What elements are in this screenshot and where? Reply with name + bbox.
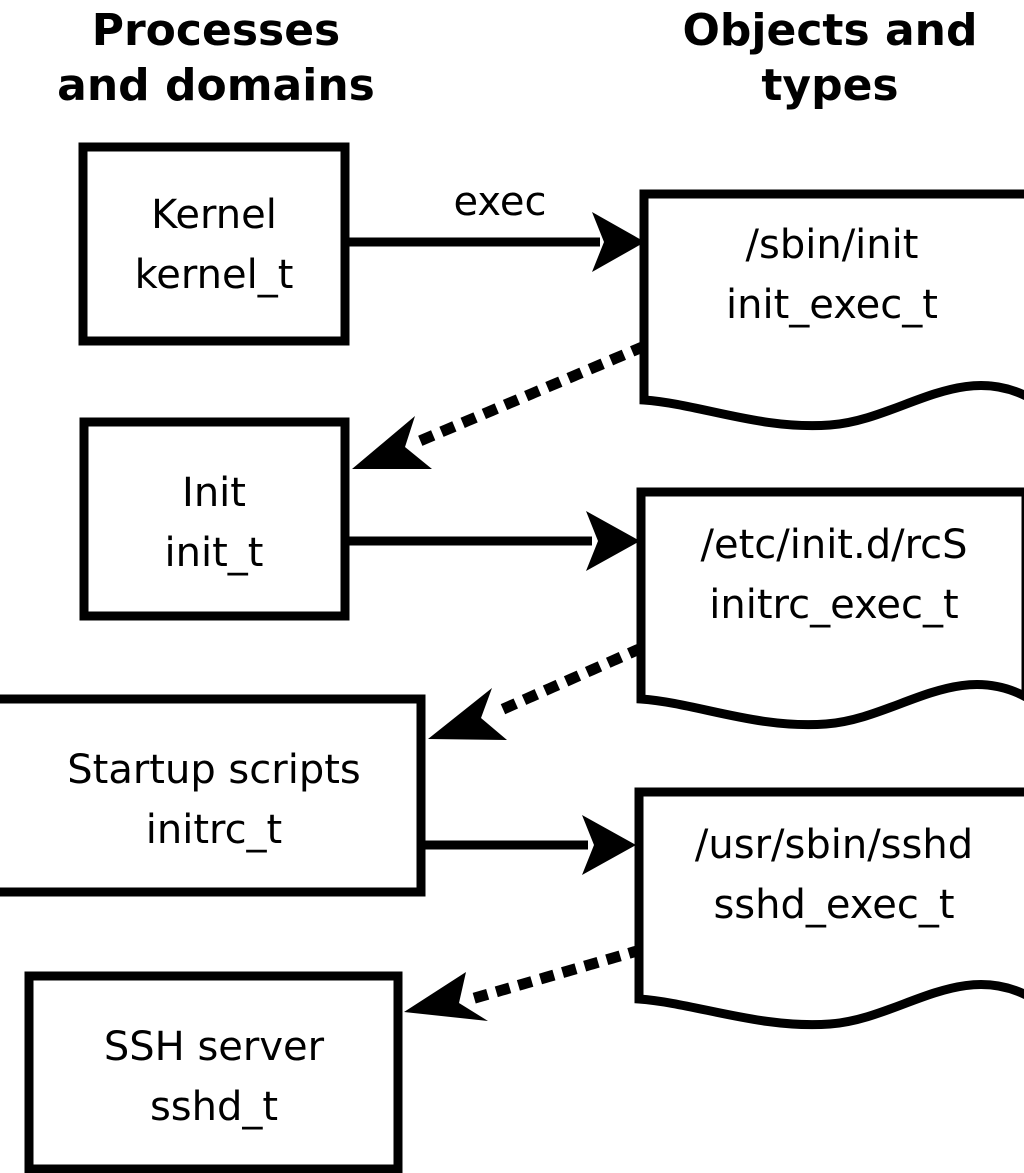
process-node-initrc-line2: initrc_t: [146, 807, 283, 853]
column-header-objects-line1: Objects and: [683, 5, 978, 56]
document-shape: [639, 189, 1024, 431]
process-node-sshd-line2: sshd_t: [150, 1084, 278, 1130]
edge-sshd_exec-transition-sshd: [404, 944, 644, 1021]
process-node-initrc-line1: Startup scripts: [67, 747, 360, 793]
edge-kernel-exec-init_exec: exec: [348, 179, 645, 272]
document-shape: [634, 787, 1024, 1030]
process-node-kernel-line2: kernel_t: [135, 252, 294, 298]
column-header-processes: Processes and domains: [57, 5, 375, 111]
edge-line: [484, 642, 645, 722]
node-box: [24, 971, 403, 1173]
process-node-initrc[interactable]: Startup scripts initrc_t: [0, 694, 426, 897]
node-box: [79, 417, 350, 621]
object-node-init_exec-line1: /sbin/init: [746, 222, 919, 268]
object-node-init_exec-line2: init_exec_t: [726, 282, 938, 328]
edge-init_exec-transition-init: [352, 340, 648, 469]
object-node-init_exec[interactable]: /sbin/init init_exec_t: [639, 189, 1024, 431]
edge-line: [461, 944, 644, 1007]
arrow-head-icon: [428, 688, 507, 740]
object-node-initrc_exec-line2: initrc_exec_t: [709, 582, 958, 628]
process-node-init-line1: Init: [182, 470, 246, 516]
edge-initrc_exec-transition-initrc: [428, 642, 645, 740]
process-node-init[interactable]: Init init_t: [79, 417, 350, 621]
process-node-sshd-line1: SSH server: [104, 1024, 325, 1070]
column-header-objects-line2: types: [761, 60, 898, 111]
arrow-head-icon: [404, 972, 488, 1021]
arrow-head-icon: [352, 416, 432, 469]
edge-line: [407, 340, 648, 451]
process-node-kernel-line1: Kernel: [151, 192, 277, 238]
edge-initrc-exec-sshd_exec: [425, 815, 636, 875]
process-node-sshd[interactable]: SSH server sshd_t: [24, 971, 403, 1173]
edge-init-exec-initrc_exec: [348, 511, 640, 571]
column-header-processes-line1: Processes: [92, 5, 341, 56]
process-node-kernel[interactable]: Kernel kernel_t: [78, 142, 350, 346]
object-node-sshd_exec-line1: /usr/sbin/sshd: [695, 822, 973, 868]
object-node-sshd_exec-line2: sshd_exec_t: [713, 882, 954, 928]
arrow-head-icon: [586, 511, 640, 571]
node-box: [78, 142, 350, 346]
arrow-head-icon: [592, 212, 645, 272]
column-header-objects: Objects and types: [683, 5, 978, 111]
document-shape: [636, 487, 1024, 730]
node-box: [0, 694, 426, 897]
object-node-sshd_exec[interactable]: /usr/sbin/sshd sshd_exec_t: [634, 787, 1024, 1030]
arrow-head-icon: [582, 815, 636, 875]
column-header-processes-line2: and domains: [57, 60, 375, 111]
process-node-init-line2: init_t: [165, 530, 264, 576]
object-node-initrc_exec[interactable]: /etc/init.d/rcS initrc_exec_t: [636, 487, 1024, 730]
edge-label-exec: exec: [454, 179, 547, 225]
object-node-initrc_exec-line1: /etc/init.d/rcS: [700, 522, 967, 568]
